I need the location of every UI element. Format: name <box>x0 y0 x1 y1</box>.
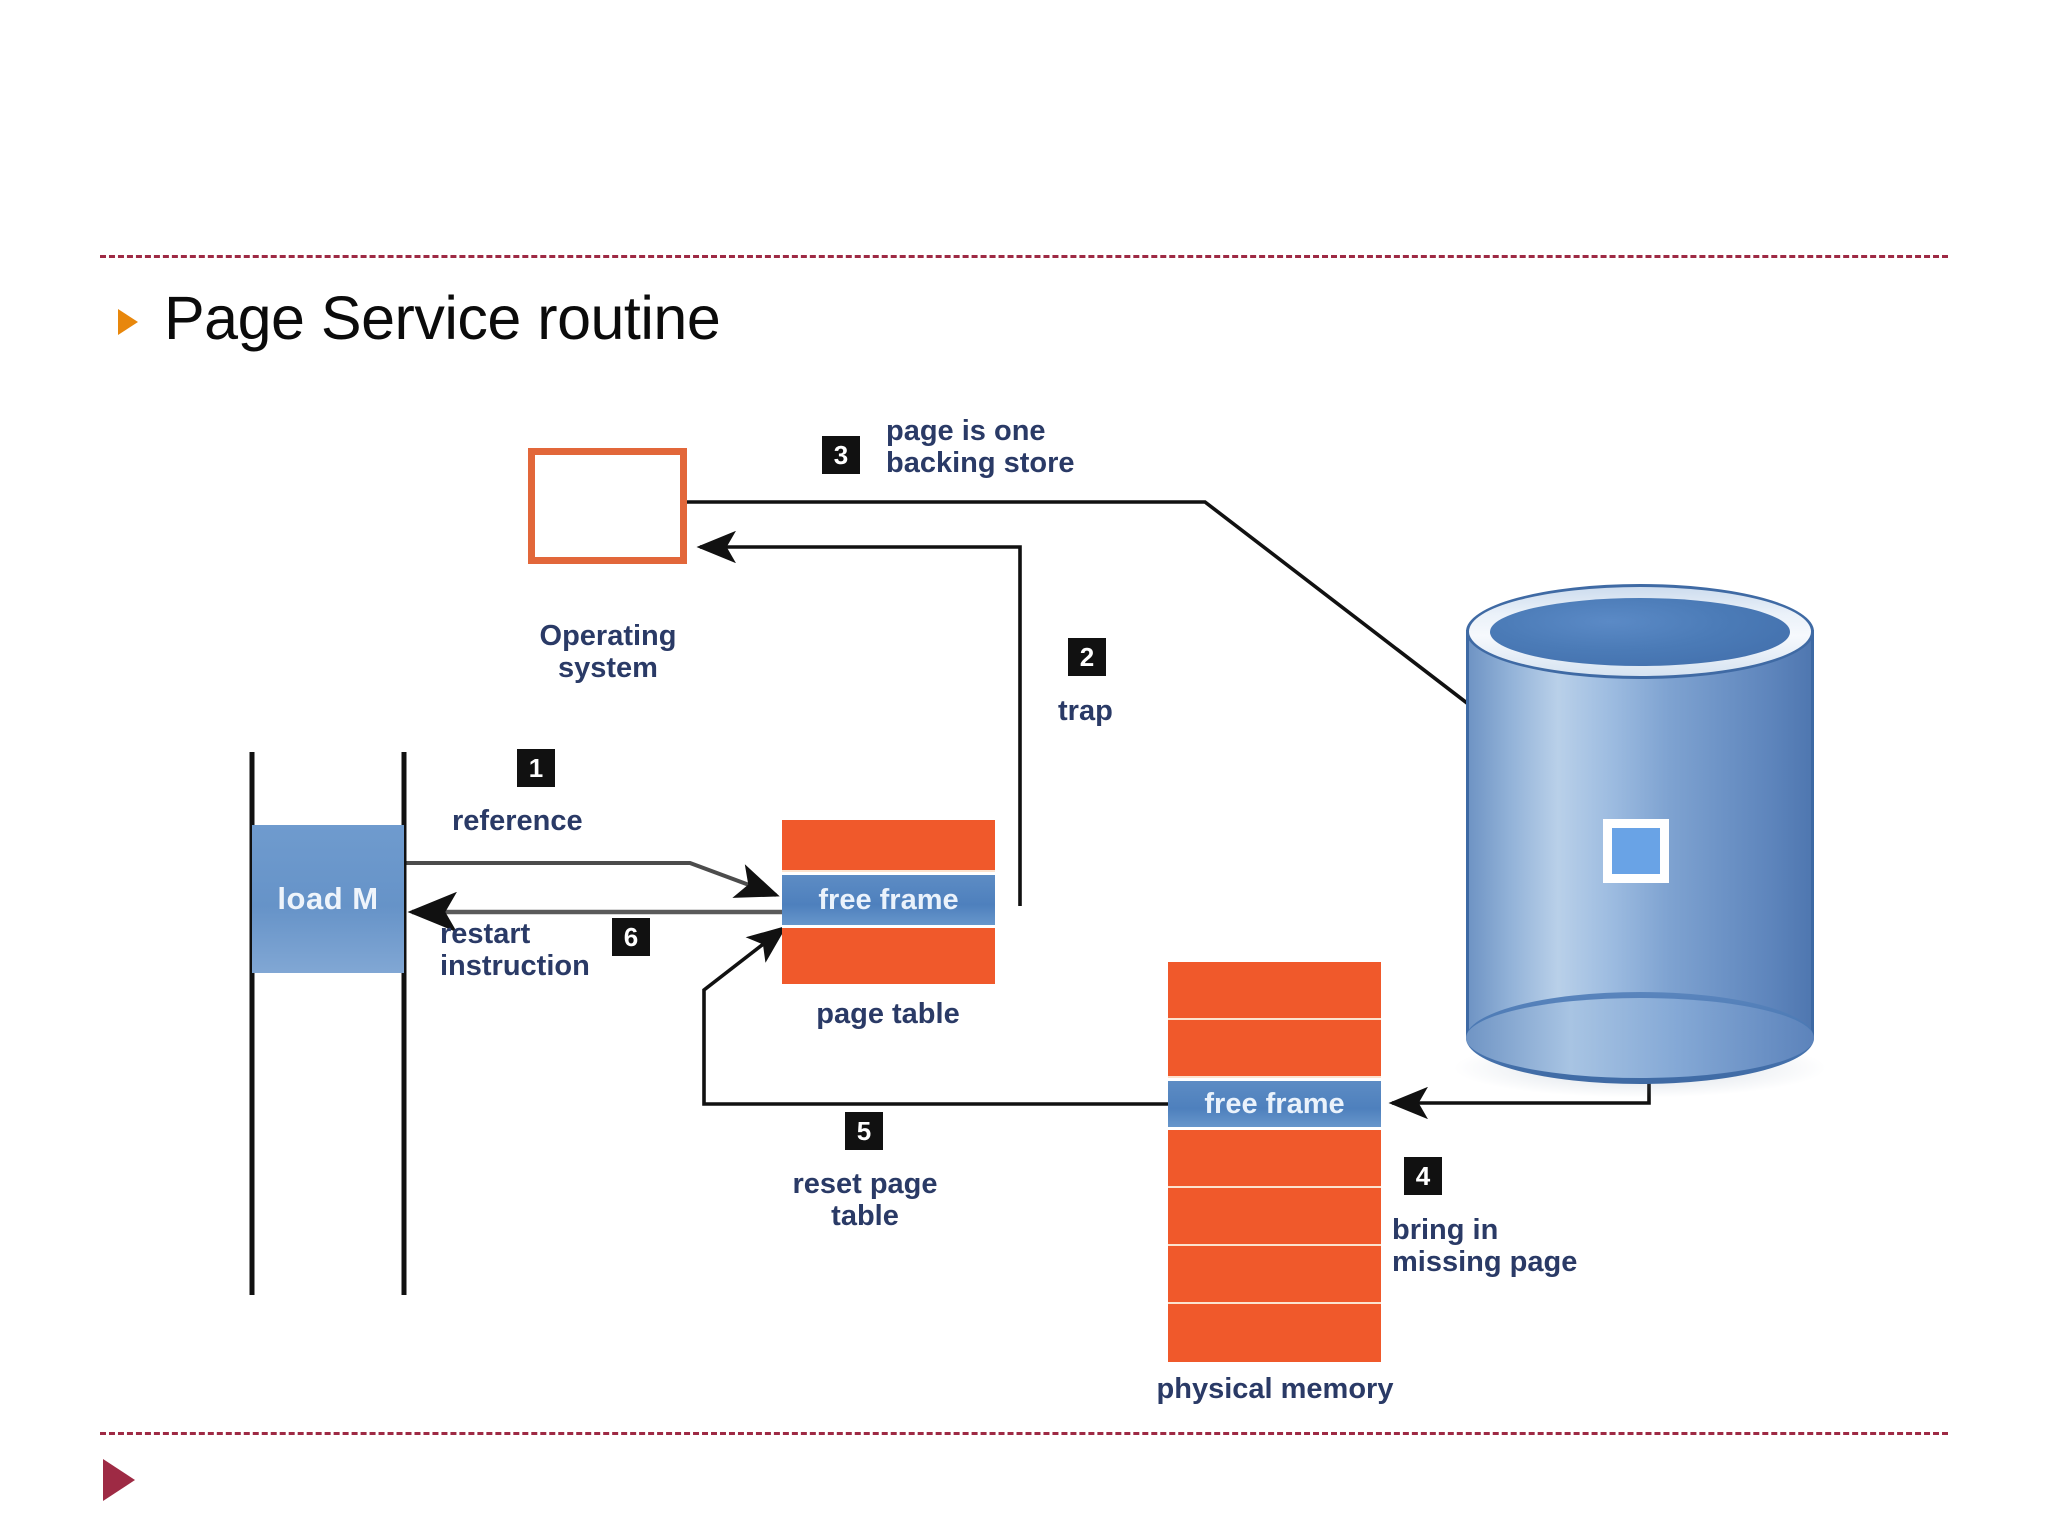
page-table-row <box>782 820 995 872</box>
arrow-trap-to-os <box>696 530 1022 906</box>
physical-memory-caption: physical memory <box>1156 1373 1394 1405</box>
physical-memory-row <box>1168 1246 1381 1304</box>
disk-top-ellipse <box>1466 584 1814 679</box>
step-label-1: reference <box>452 805 583 837</box>
step-badge-5: 5 <box>845 1112 883 1150</box>
disk-bottom-highlight <box>1466 998 1814 1078</box>
arrow-reset-page-table <box>702 925 1168 1106</box>
operating-system-box <box>528 448 687 564</box>
disk-bottom-ellipse <box>1466 992 1814 1084</box>
disk-page-block <box>1603 819 1669 883</box>
page-table-caption: page table <box>816 998 960 1030</box>
step-badge-4: 4 <box>1404 1157 1442 1195</box>
header-divider <box>100 255 1948 258</box>
page-title: Page Service routine <box>118 284 721 352</box>
step-label-6: restart instruction <box>440 918 590 983</box>
step-badge-1: 1 <box>517 749 555 787</box>
load-m-block: load M <box>252 825 404 973</box>
step-badge-2: 2 <box>1068 638 1106 676</box>
physical-memory-row <box>1168 1188 1381 1246</box>
step-label-3: page is one backing store <box>886 415 1075 480</box>
operating-system-label: Operating system <box>539 620 677 685</box>
page-title-text: Page Service routine <box>164 284 721 352</box>
step-label-4: bring in missing page <box>1392 1214 1578 1279</box>
physical-memory-row <box>1168 1020 1381 1078</box>
backing-store-disk-icon <box>1452 584 1828 1098</box>
step-badge-6: 6 <box>612 918 650 956</box>
triangle-right-icon <box>118 308 138 335</box>
page-table-free-frame-row: free frame <box>782 872 995 928</box>
step-badge-3: 3 <box>822 436 860 474</box>
physical-memory-row <box>1168 1130 1381 1188</box>
physical-memory-free-frame-row: free frame <box>1168 1078 1381 1130</box>
page-table: free frame <box>782 820 995 984</box>
physical-memory-table: free frame <box>1168 962 1381 1362</box>
step-label-5: reset page table <box>792 1168 938 1233</box>
footer-triangle-right-icon <box>103 1459 135 1501</box>
physical-memory-row <box>1168 962 1381 1020</box>
disk-top-surface <box>1489 598 1791 666</box>
page-table-row <box>782 928 995 984</box>
arrow-reference <box>406 861 780 898</box>
footer-divider <box>100 1432 1948 1435</box>
physical-memory-row <box>1168 1304 1381 1362</box>
step-label-2: trap <box>1058 695 1113 727</box>
